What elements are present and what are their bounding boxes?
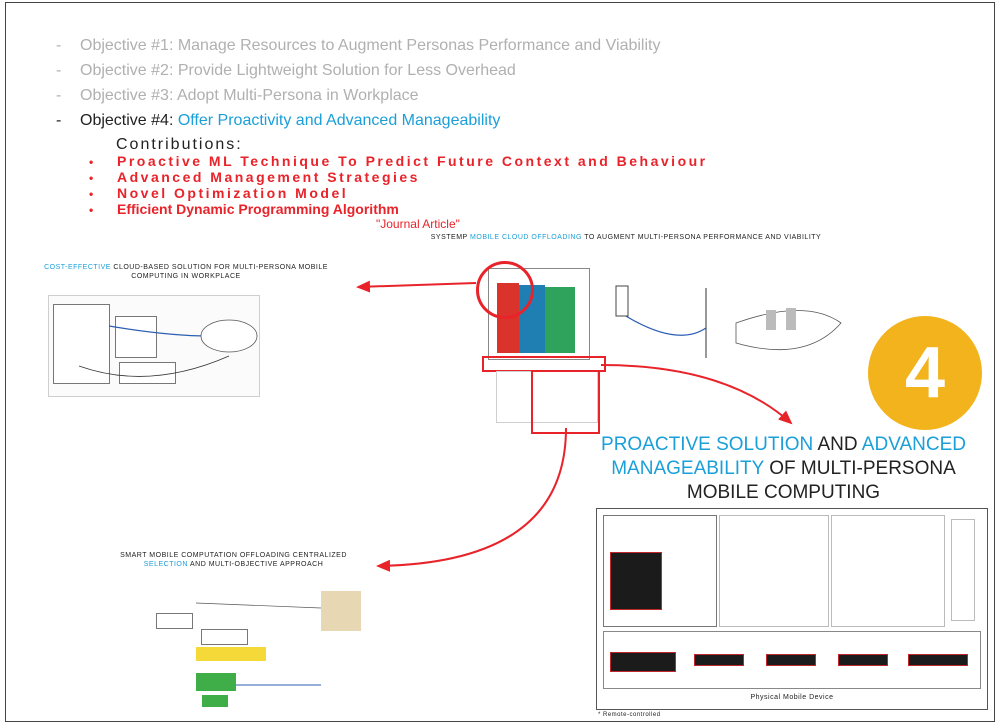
device-caption: Physical Mobile Device (750, 694, 834, 701)
queue-block-yellow (196, 647, 266, 661)
objective-number-badge: 4 (868, 316, 982, 430)
main-title: PROACTIVE SOLUTION AND ADVANCED MANAGEAB… (601, 434, 966, 503)
contribution-item: •Proactive ML Technique To Predict Futur… (89, 153, 708, 169)
objective-4-highlight: Offer Proactivity and Advanced Manageabi… (177, 112, 501, 129)
arrows-layer (356, 280, 793, 572)
objective-3: -Objective #3: Adopt Multi-Persona in Wo… (56, 87, 419, 104)
center-figure-caption: SYSTEMP MOBILE CLOUD OFFLOADING TO AUGME… (430, 234, 822, 241)
contribution-item: •Advanced Management Strategies (89, 169, 420, 185)
objective-2: -Objective #2: Provide Lightweight Solut… (56, 62, 516, 79)
device-box (53, 304, 110, 384)
service-block (908, 654, 968, 666)
objective-1: -Objective #1: Manage Resources to Augme… (56, 37, 661, 54)
slide: -Objective #1: Manage Resources to Augme… (5, 2, 995, 722)
objective-4: -Objective #4: Offer Proactivity and Adv… (56, 112, 501, 129)
flow-box (156, 613, 193, 629)
service-block (610, 652, 676, 672)
device-box (115, 316, 157, 358)
persona-block-green (545, 287, 575, 353)
physical-device-figure: Physical Mobile Device (596, 508, 988, 710)
contribution-item: •Efficient Dynamic Programming Algorithm (89, 201, 399, 217)
bottom-figure-caption: SMART MOBILE COMPUTATION OFFLOADING CENT… (120, 552, 347, 568)
center-figure-engine (496, 371, 598, 423)
service-block (838, 654, 888, 666)
queue-block-green (196, 673, 236, 691)
bottom-figure-diagram (136, 583, 371, 718)
footnote: * Remote-controlled (598, 712, 661, 718)
left-figure-diagram (48, 295, 260, 397)
queue-block-green (202, 695, 228, 707)
service-block (694, 654, 744, 666)
persona-modules (610, 552, 662, 610)
device-services-bar (603, 631, 981, 689)
left-figure-links (78, 319, 258, 377)
contributions-title: Contributions: (116, 136, 243, 153)
center-figure-network (615, 285, 842, 358)
highlight-circle (476, 261, 534, 319)
service-block (766, 654, 816, 666)
contribution-item: •Novel Optimization Model (89, 185, 349, 201)
journal-note: "Journal Article" (376, 217, 460, 231)
persona-panel (831, 515, 945, 627)
bottom-figure-links (195, 602, 322, 686)
left-figure-caption: COST-EFFECTIVE CLOUD-BASED SOLUTION FOR … (44, 264, 328, 280)
objective-4-prefix: Objective #4: (80, 112, 178, 129)
scroll-column (951, 519, 975, 621)
persona-panel (603, 515, 717, 627)
server-icon (321, 591, 361, 631)
flow-box (201, 629, 248, 645)
persona-panel (719, 515, 829, 627)
